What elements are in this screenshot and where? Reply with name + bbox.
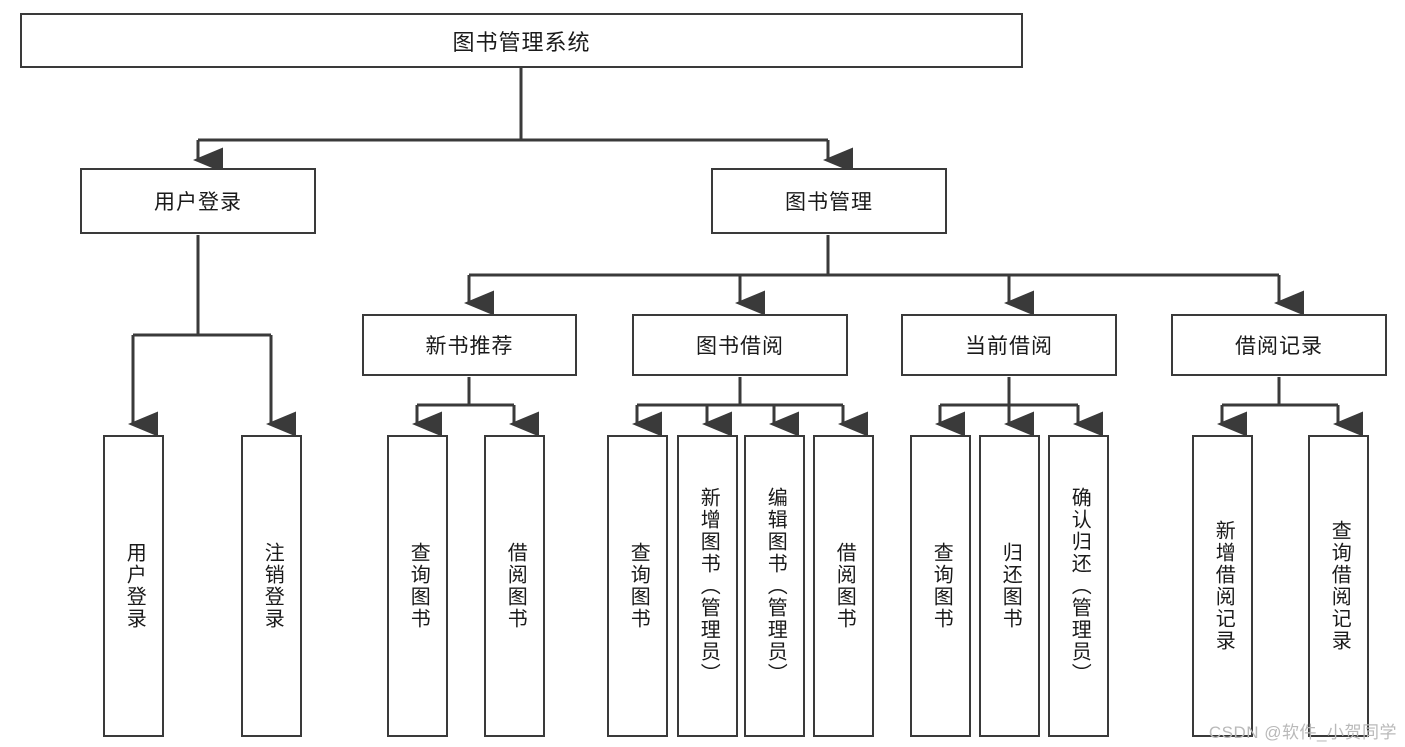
node-leaf-user-login-label: 用户登录 — [123, 542, 146, 630]
watermark-text: CSDN @软件_小贺同学 — [1208, 723, 1397, 742]
node-leaf-logout-label: 注销登录 — [261, 542, 284, 630]
node-new-book-recommend[interactable]: 新书推荐 — [362, 314, 577, 376]
node-leaf-query-book-2[interactable]: 查询图书 — [607, 435, 668, 737]
node-book-manage[interactable]: 图书管理 — [711, 168, 947, 234]
node-borrow-record[interactable]: 借阅记录 — [1171, 314, 1387, 376]
node-user-login[interactable]: 用户登录 — [80, 168, 316, 234]
node-leaf-borrow-book-1[interactable]: 借阅图书 — [484, 435, 545, 737]
node-root-label: 图书管理系统 — [452, 29, 591, 55]
node-root[interactable]: 图书管理系统 — [20, 13, 1023, 68]
node-leaf-user-login[interactable]: 用户登录 — [103, 435, 164, 737]
node-leaf-edit-book-label: 编辑图书（管理员） — [764, 487, 787, 685]
node-leaf-query-book-1-label: 查询图书 — [407, 542, 430, 630]
node-book-manage-label: 图书管理 — [785, 191, 873, 214]
node-leaf-logout[interactable]: 注销登录 — [241, 435, 302, 737]
node-leaf-return-book[interactable]: 归还图书 — [979, 435, 1040, 737]
node-leaf-add-record[interactable]: 新增借阅记录 — [1192, 435, 1253, 737]
node-leaf-add-book[interactable]: 新增图书（管理员） — [677, 435, 738, 737]
node-leaf-edit-book[interactable]: 编辑图书（管理员） — [744, 435, 805, 737]
node-user-login-label: 用户登录 — [154, 191, 242, 214]
node-book-borrow[interactable]: 图书借阅 — [632, 314, 848, 376]
node-book-borrow-label: 图书借阅 — [696, 335, 784, 358]
node-leaf-borrow-book-1-label: 借阅图书 — [504, 542, 527, 630]
node-leaf-borrow-book-2[interactable]: 借阅图书 — [813, 435, 874, 737]
node-current-borrow-label: 当前借阅 — [965, 335, 1053, 358]
node-leaf-query-book-2-label: 查询图书 — [627, 542, 650, 630]
node-leaf-borrow-book-2-label: 借阅图书 — [833, 542, 856, 630]
node-borrow-record-label: 借阅记录 — [1235, 335, 1323, 358]
node-leaf-query-record-label: 查询借阅记录 — [1328, 520, 1351, 652]
node-leaf-query-record[interactable]: 查询借阅记录 — [1308, 435, 1369, 737]
node-current-borrow[interactable]: 当前借阅 — [901, 314, 1117, 376]
node-leaf-return-book-label: 归还图书 — [999, 542, 1022, 630]
node-leaf-confirm-return-label: 确认归还（管理员） — [1068, 487, 1091, 685]
node-leaf-add-record-label: 新增借阅记录 — [1212, 520, 1235, 652]
node-leaf-query-book-3-label: 查询图书 — [930, 542, 953, 630]
node-leaf-query-book-3[interactable]: 查询图书 — [910, 435, 971, 737]
node-leaf-query-book-1[interactable]: 查询图书 — [387, 435, 448, 737]
node-new-book-recommend-label: 新书推荐 — [425, 335, 514, 358]
node-leaf-confirm-return[interactable]: 确认归还（管理员） — [1048, 435, 1109, 737]
node-leaf-add-book-label: 新增图书（管理员） — [697, 487, 720, 685]
